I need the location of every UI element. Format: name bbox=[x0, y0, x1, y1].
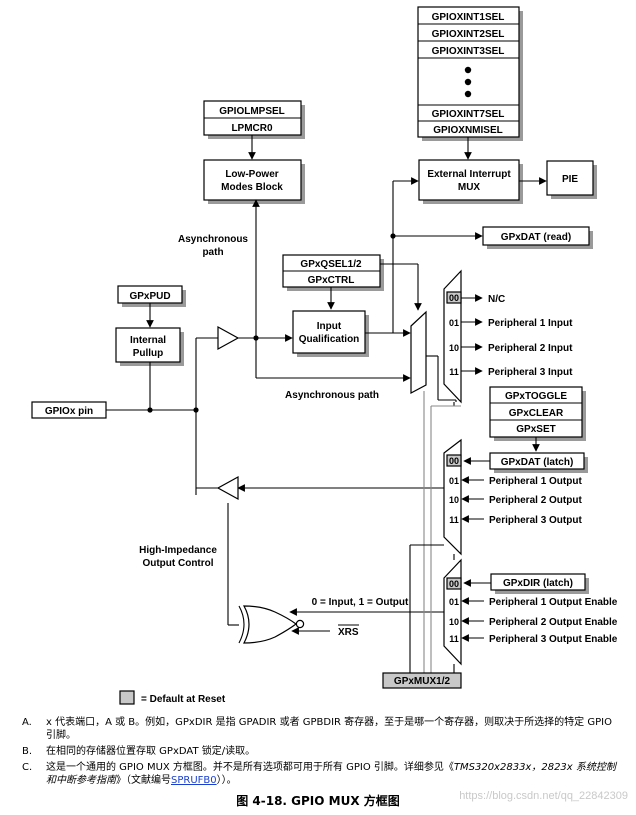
svg-text:GPxDAT (latch): GPxDAT (latch) bbox=[501, 457, 574, 468]
direction-mux-input-label: Peripheral 2 Output Enable bbox=[489, 617, 618, 628]
ellipsis-dot bbox=[464, 66, 472, 74]
xint7sel-label: GPIOXINT7SEL bbox=[432, 109, 505, 120]
output-mux-input-label: Peripheral 2 Output bbox=[489, 495, 582, 506]
svg-text:GPxDIR (latch): GPxDIR (latch) bbox=[503, 578, 573, 589]
svg-text:= Default at Reset: = Default at Reset bbox=[141, 694, 226, 705]
input-mux-code: 10 bbox=[449, 343, 459, 353]
svg-text:Low-Power: Low-Power bbox=[225, 169, 278, 180]
async-path-bottom-label: Asynchronous path bbox=[285, 390, 379, 401]
xint2sel-label: GPIOXINT2SEL bbox=[432, 29, 505, 40]
direction-mux bbox=[443, 558, 462, 666]
output-mux-code: 01 bbox=[449, 476, 459, 486]
inverter-bubble bbox=[295, 619, 305, 629]
svg-text:PIE: PIE bbox=[562, 174, 578, 185]
external-interrupt-mux: External Interrupt MUX bbox=[418, 159, 523, 204]
svg-text:GPxCTRL: GPxCTRL bbox=[308, 275, 355, 286]
reset-default-legend: = Default at Reset bbox=[119, 690, 226, 705]
figure-caption: 图 4-18. GPIO MUX 方框图 bbox=[236, 794, 400, 808]
direction-control-label: 0 = Input, 1 = Output bbox=[312, 597, 409, 608]
svg-text:Input: Input bbox=[317, 321, 342, 332]
output-mux-input-label: Peripheral 1 Output bbox=[489, 476, 582, 487]
svg-text:GPxCLEAR: GPxCLEAR bbox=[509, 408, 564, 419]
output-mux bbox=[443, 438, 462, 556]
async-path-label: Asynchronous bbox=[178, 234, 248, 245]
output-mux-default-code-box bbox=[446, 454, 462, 467]
gpiox-pin: GPIOx pin bbox=[31, 401, 107, 419]
direction-mux-code: 01 bbox=[449, 597, 459, 607]
output-mux-code: 00 bbox=[449, 456, 459, 466]
output-mux-code: 10 bbox=[449, 495, 459, 505]
xint-register-stack: GPIOXINT1SEL GPIOXINT2SEL GPIOXINT3SEL G… bbox=[417, 6, 523, 141]
qualification-register-stack: GPxQSEL1/2 GPxCTRL bbox=[282, 254, 384, 291]
footnotes: A. x 代表端口，A 或 B。例如，GPxDIR 是指 GPADIR 或者 G… bbox=[22, 716, 622, 787]
gpxpud-register: GPxPUD bbox=[117, 285, 186, 307]
direction-nor-gate bbox=[242, 605, 298, 644]
direction-mux-default-code-box bbox=[446, 577, 462, 590]
ellipsis-dot bbox=[464, 78, 472, 86]
output-tristate-buffer bbox=[216, 475, 239, 501]
xint3sel-label: GPIOXINT3SEL bbox=[432, 46, 505, 57]
input-mux-code: 11 bbox=[449, 367, 459, 377]
svg-text:MUX: MUX bbox=[458, 182, 481, 193]
footnote-c: C. 这是一个通用的 GPIO MUX 方框图。并不是所有选项都可用于所有 GP… bbox=[22, 762, 616, 786]
output-mux-input-label: Peripheral 3 Output bbox=[489, 515, 582, 526]
pie-block: PIE bbox=[546, 160, 597, 199]
footnote-b: B. 在相同的存储器位置存取 GPxDAT 锁定/读取。 bbox=[22, 746, 256, 757]
lpmcr0-label: LPMCR0 bbox=[231, 123, 273, 134]
input-mux bbox=[443, 269, 462, 404]
xint1sel-label: GPIOXINT1SEL bbox=[432, 12, 505, 23]
lpm-register-stack: GPIOLMPSEL LPMCR0 bbox=[203, 100, 305, 139]
direction-mux-code: 11 bbox=[449, 634, 459, 644]
gpxdat-write-register-stack: GPxTOGGLE GPxCLEAR GPxSET bbox=[489, 386, 586, 441]
svg-text:GPxMUX1/2: GPxMUX1/2 bbox=[394, 676, 451, 687]
xnmisel-label: GPIOXNMISEL bbox=[433, 125, 502, 136]
direction-mux-code: 00 bbox=[449, 579, 459, 589]
output-mux-code: 11 bbox=[449, 515, 459, 525]
input-mux-code: 00 bbox=[449, 293, 459, 303]
direction-mux-input-label: Peripheral 3 Output Enable bbox=[489, 634, 618, 645]
gpxdat-read-register: GPxDAT (read) bbox=[482, 226, 593, 249]
input-buffer bbox=[217, 325, 240, 351]
svg-text:Qualification: Qualification bbox=[299, 334, 360, 345]
qualification-mux bbox=[410, 310, 427, 394]
svg-text:Output Control: Output Control bbox=[142, 558, 213, 569]
input-mux-output-label: Peripheral 1 Input bbox=[488, 318, 573, 329]
xrs-label: XRS bbox=[338, 627, 359, 638]
direction-mux-input-label: Peripheral 1 Output Enable bbox=[489, 597, 618, 608]
input-mux-output-label: Peripheral 3 Input bbox=[488, 367, 573, 378]
svg-text:GPxQSEL1/2: GPxQSEL1/2 bbox=[300, 259, 362, 270]
svg-text:GPxPUD: GPxPUD bbox=[129, 291, 170, 302]
input-mux-code: 01 bbox=[449, 318, 459, 328]
svg-text:path: path bbox=[202, 247, 223, 258]
svg-text:Pullup: Pullup bbox=[133, 348, 164, 359]
direction-mux-code: 10 bbox=[449, 617, 459, 627]
gpxmux-register: GPxMUX1/2 bbox=[382, 672, 462, 689]
footnote-a: A. x 代表端口，A 或 B。例如，GPxDIR 是指 GPADIR 或者 G… bbox=[22, 717, 612, 741]
internal-pullup-block: Internal Pullup bbox=[115, 327, 184, 366]
input-mux-output-label: N/C bbox=[488, 294, 505, 305]
low-power-modes-block: Low-Power Modes Block bbox=[203, 159, 305, 204]
svg-text:Internal: Internal bbox=[130, 335, 166, 346]
sprufb0-link[interactable]: SPRUFB0 bbox=[171, 775, 217, 786]
gpxdir-latch-register: GPxDIR (latch) bbox=[490, 573, 589, 594]
input-mux-output-label: Peripheral 2 Input bbox=[488, 343, 573, 354]
gpiolmpsel-label: GPIOLMPSEL bbox=[219, 106, 285, 117]
gpio-mux-diagram: GPIOXINT1SEL GPIOXINT2SEL GPIOXINT3SEL G… bbox=[31, 6, 618, 705]
svg-text:GPIOx pin: GPIOx pin bbox=[45, 406, 93, 417]
svg-text:GPxSET: GPxSET bbox=[516, 424, 555, 435]
ellipsis-dot bbox=[464, 90, 472, 98]
input-qualification-block: Input Qualification bbox=[292, 310, 369, 357]
svg-text:External Interrupt: External Interrupt bbox=[427, 169, 511, 180]
svg-text:GPxTOGGLE: GPxTOGGLE bbox=[505, 391, 567, 402]
svg-text:Modes Block: Modes Block bbox=[221, 182, 283, 193]
gpxdat-latch-register: GPxDAT (latch) bbox=[489, 452, 588, 473]
svg-text:GPxDAT (read): GPxDAT (read) bbox=[501, 232, 571, 243]
hiz-output-control-label: High-Impedance bbox=[139, 545, 217, 556]
watermark: https://blog.csdn.net/qq_22842309 bbox=[459, 790, 628, 802]
